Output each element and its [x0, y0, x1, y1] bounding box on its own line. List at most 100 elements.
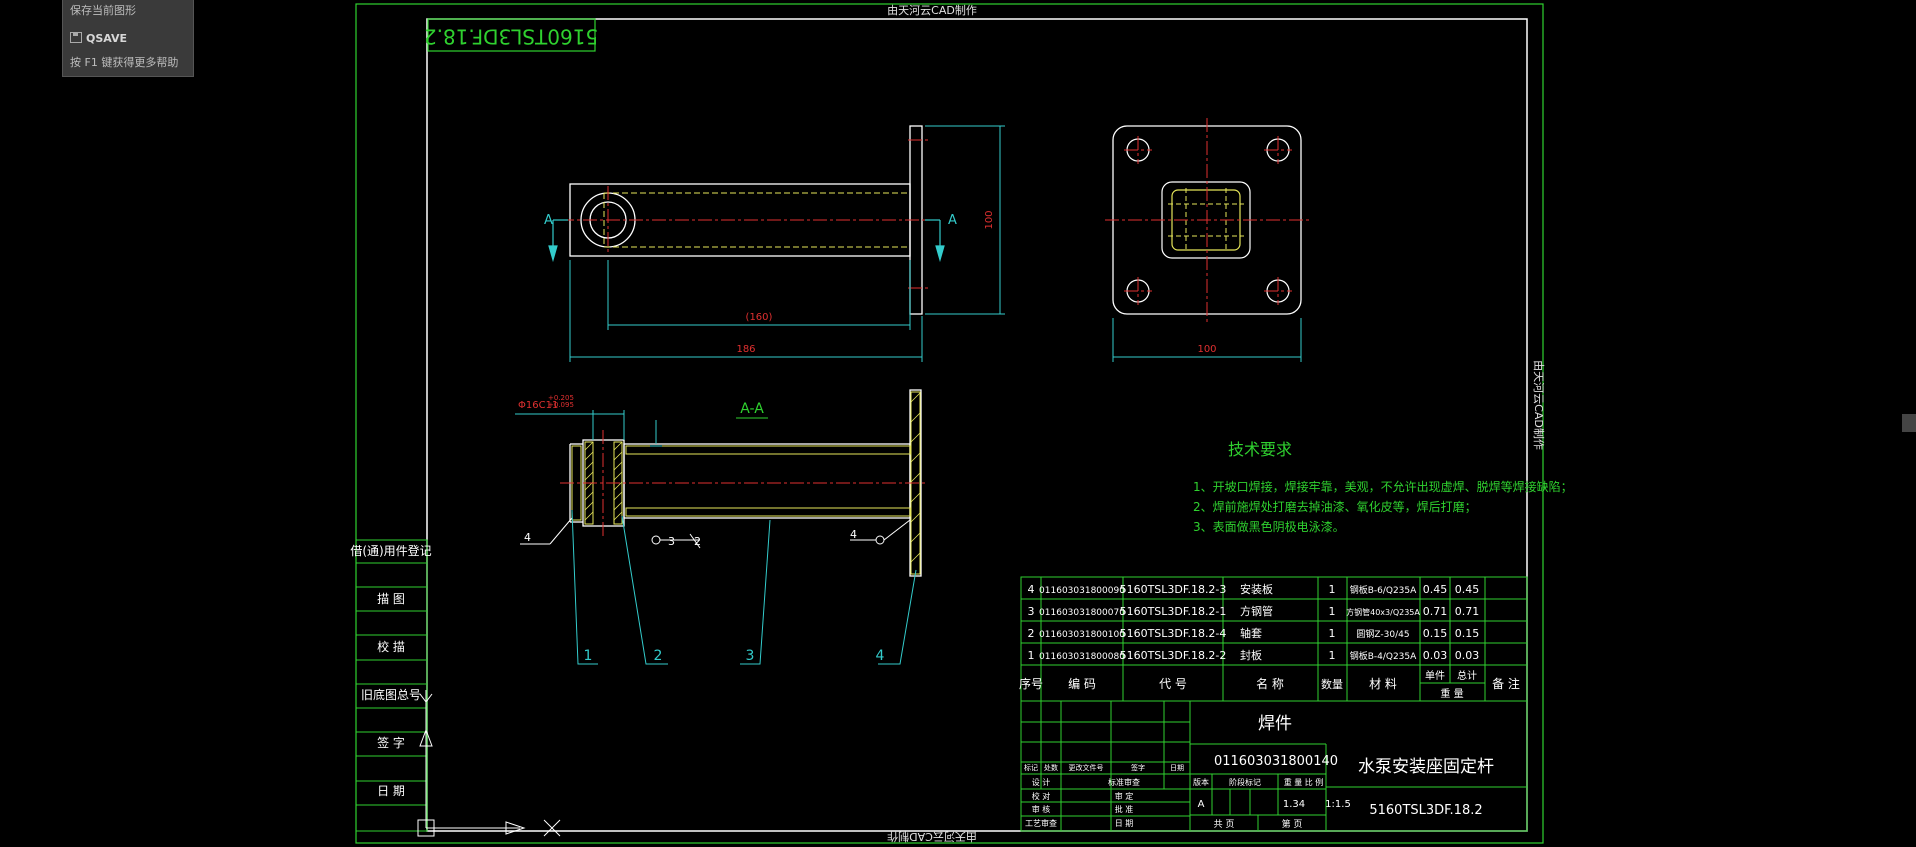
sign-right-0: 标准审查 [1108, 777, 1140, 787]
bom-row-3-code: 011603031800080 [1039, 652, 1125, 662]
sign-right-2: 批 准 [1115, 804, 1134, 814]
bom-header-drawing: 代 号 [1159, 677, 1187, 691]
tech-item-2: 2、焊前施焊处打磨去掉油漆、氧化皮等，焊后打磨； [1193, 499, 1477, 514]
stage-label-1: 阶段标记 [1229, 777, 1261, 787]
tech-title: 技术要求 [1228, 440, 1292, 459]
title-name: 水泵安装座固定杆 [1358, 757, 1494, 777]
qsave-tooltip: 保存当前图形 QSAVE 按 F1 键获得更多帮助 [62, 0, 194, 77]
bom-row-3-name: 封板 [1240, 648, 1262, 662]
tooltip-command-label: QSAVE [86, 32, 128, 45]
bom-header-total: 总计 [1457, 669, 1477, 682]
bom-row-0-name: 安装板 [1240, 582, 1273, 596]
title-weight: 1.34 [1283, 799, 1305, 810]
outer-frame [355, 3, 1544, 844]
save-icon [70, 32, 82, 43]
sheet-total: 共 页 [1214, 819, 1235, 830]
balloon-2: 2 [654, 648, 663, 664]
bom-row-3-no: 1 [1028, 649, 1035, 662]
title-number: 5160TSL3DF.18.2 [1369, 803, 1482, 818]
bom-row-0-material: 钢板B-6/Q235A [1350, 584, 1417, 596]
left-label-5: 日 期 [377, 784, 405, 798]
watermark-top: 由天河云CAD制作 [887, 3, 977, 17]
tech-item-1: 1、开坡口焊接，焊接牢靠，美观，不允许出现虚焊、脱焊等焊接缺陷； [1193, 479, 1573, 494]
flipped-drawing-number: 5160TSL3DF.18.2 [424, 25, 598, 49]
bom-row-3-material: 钢板B-4/Q235A [1350, 650, 1417, 662]
bom-row-3-qty: 1 [1329, 649, 1336, 662]
bom-row-0-qty: 1 [1329, 583, 1336, 596]
weld-label-3: 3 [668, 535, 675, 548]
left-label-0: 借(通)用件登记 [350, 543, 431, 558]
rev-label-2: 更改文件号 [1069, 763, 1104, 772]
title-block [1020, 700, 1528, 832]
bom-header-qty: 数量 [1321, 678, 1343, 691]
bom-header-remark: 备 注 [1492, 676, 1520, 691]
left-registration-block [355, 539, 428, 832]
rev-label-4: 日期 [1170, 764, 1184, 772]
sign-left-1: 校 对 [1032, 791, 1051, 801]
sign-left-3: 工艺审查 [1025, 818, 1057, 828]
dim-100-vertical: 100 [984, 210, 995, 229]
bom-row-1-unit: 0.71 [1423, 605, 1448, 618]
tolerance-main: Φ16C11 [518, 400, 558, 411]
bom-row-2-name: 轴套 [1240, 626, 1262, 640]
stage-label-2: 重 量 [1284, 777, 1303, 787]
tolerance-upper: +0.205 [548, 394, 574, 402]
bom-row-1-drawing: 5160TSL3DF.18.2-1 [1120, 605, 1227, 618]
tolerance-lower: +0.095 [548, 401, 574, 409]
bom-row-2-qty: 1 [1329, 627, 1336, 640]
title-version: A [1198, 799, 1205, 810]
tooltip-command: QSAVE [70, 32, 127, 45]
bom-row-2-code: 011603031800100 [1039, 630, 1125, 640]
balloon-4: 4 [876, 648, 885, 664]
bom-row-2-material: 圆钢Z-30/45 [1356, 628, 1409, 640]
section-mark-right: A [948, 213, 957, 228]
bom-header-material: 材 料 [1369, 677, 1397, 691]
section-title: A-A [740, 401, 764, 417]
bom-row-3-unit: 0.03 [1423, 649, 1448, 662]
bom-header-unit: 单件 [1425, 670, 1445, 682]
stage-label-0: 版本 [1193, 777, 1209, 787]
bom-row-1-name: 方钢管 [1240, 604, 1273, 618]
flipped-number-box [427, 18, 596, 52]
sign-right-1: 审 定 [1115, 791, 1134, 801]
ucs-icon [417, 690, 561, 837]
bom-row-2-drawing: 5160TSL3DF.18.2-4 [1120, 627, 1227, 640]
weld-label-2: 2 [694, 535, 701, 548]
tooltip-help: 按 F1 键获得更多帮助 [70, 56, 179, 69]
dim-186: 186 [736, 344, 755, 355]
top-view: A A (160) 186 100 [544, 125, 1005, 362]
sign-right-3: 日 期 [1115, 819, 1134, 828]
left-label-1: 描 图 [377, 592, 405, 606]
tech-item-3: 3、表面做黑色阴极电泳漆。 [1193, 519, 1345, 534]
sign-left-0: 设 计 [1032, 777, 1051, 787]
bom-row-1-qty: 1 [1329, 605, 1336, 618]
bom-row-2-no: 2 [1028, 627, 1035, 640]
weld-label-4b: 4 [850, 528, 857, 541]
bom-header-weight: 重 量 [1440, 687, 1463, 700]
bom-row-2-total: 0.15 [1455, 627, 1480, 640]
vertical-scrollbar-thumb[interactable] [1902, 414, 1916, 432]
title-scale: 1:1.5 [1325, 799, 1351, 810]
rev-label-1: 处数 [1044, 763, 1058, 772]
sheet-no: 第 页 [1282, 818, 1303, 830]
bom-header-code: 编 码 [1068, 676, 1096, 691]
left-label-2: 校 描 [377, 639, 405, 654]
tooltip-description: 保存当前图形 [70, 4, 136, 17]
section-view: A-A [515, 389, 925, 665]
rev-label-3: 签字 [1131, 763, 1145, 772]
balloon-1: 1 [584, 648, 593, 664]
bom-row-0-drawing: 5160TSL3DF.18.2-3 [1120, 583, 1227, 596]
bom-row-0-total: 0.45 [1455, 583, 1480, 596]
bom-row-1-code: 011603031800070 [1039, 608, 1125, 618]
watermark-right: 由天河云CAD制作 [1532, 360, 1546, 450]
bom-row-1-no: 3 [1028, 605, 1035, 618]
title-type: 焊件 [1258, 714, 1292, 734]
right-view: 100 [1105, 118, 1310, 362]
bom-header-name: 名 称 [1256, 676, 1284, 691]
bom-header-no: 序号 [1019, 676, 1043, 691]
sign-left-2: 审 核 [1032, 804, 1051, 814]
stage-label-3: 比 例 [1305, 777, 1324, 787]
bom-row-0-unit: 0.45 [1423, 583, 1448, 596]
bom-row-1-material: 方钢管40x3/Q235A [1346, 607, 1420, 617]
